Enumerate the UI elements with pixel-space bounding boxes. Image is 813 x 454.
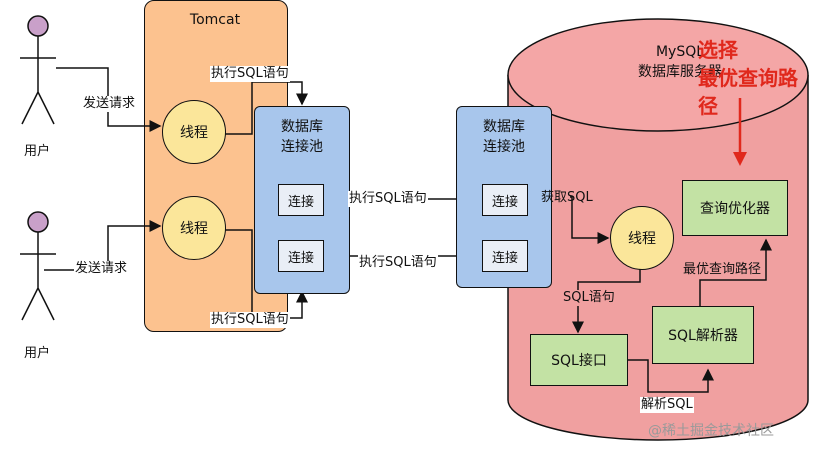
sql-parser-label: SQL解析器 <box>668 328 738 344</box>
sql-interface-label: SQL接口 <box>551 353 607 369</box>
thread-label: 线程 <box>180 125 208 141</box>
user-label: 用户 <box>24 144 51 159</box>
connection-label: 连接 <box>287 250 314 266</box>
send-request-label: 发送请求 <box>74 261 129 277</box>
annotation-note: 选择 最优查询路径 <box>698 36 813 120</box>
get-sql-label: 获取SQL <box>541 190 593 205</box>
user-label: 用户 <box>24 346 51 361</box>
exec-sql-label: 执行SQL语句 <box>348 191 428 207</box>
annotation-line2: 最优查询路径 <box>698 66 798 118</box>
exec-sql-label: 执行SQL语句 <box>210 312 290 328</box>
mysql-title-line2: 数据库服务器 <box>638 64 722 80</box>
sql-parser-box: SQL解析器 <box>652 306 754 364</box>
mysql-title: MySQL 数据库服务器 <box>600 42 760 82</box>
connection-box: 连接 <box>278 184 324 216</box>
sql-statement-label: SQL语句 <box>562 290 616 306</box>
thread-node: 线程 <box>162 196 226 260</box>
query-optimizer-box: 查询优化器 <box>682 180 788 236</box>
user-icon <box>20 15 56 125</box>
thread-node: 线程 <box>162 100 226 164</box>
connection-box: 连接 <box>482 240 528 272</box>
connection-label: 连接 <box>287 194 314 210</box>
pool-title-line2: 连接池 <box>483 139 525 155</box>
send-request-label: 发送请求 <box>82 96 137 112</box>
mysql-thread-node: 线程 <box>610 206 674 270</box>
parse-sql-label: 解析SQL <box>640 397 694 413</box>
tomcat-title: Tomcat <box>189 12 241 28</box>
connection-label: 连接 <box>491 194 518 210</box>
connection-box: 连接 <box>482 184 528 216</box>
exec-sql-label: 执行SQL语句 <box>358 255 438 271</box>
user-icon <box>20 211 56 321</box>
thread-label: 线程 <box>180 221 208 237</box>
connection-label: 连接 <box>491 250 518 266</box>
annotation-line1: 选择 <box>698 38 738 62</box>
exec-sql-label: 执行SQL语句 <box>210 66 290 82</box>
thread-label: 线程 <box>628 231 656 247</box>
watermark: @稀土掘金技术社区 <box>648 423 774 439</box>
pool-title-line2: 连接池 <box>281 139 323 155</box>
pool-title-line1: 数据库 <box>281 119 323 135</box>
query-optimizer-label: 查询优化器 <box>700 201 770 217</box>
sql-interface-box: SQL接口 <box>530 334 628 386</box>
best-path-label: 最优查询路径 <box>682 262 763 278</box>
connection-box: 连接 <box>278 240 324 272</box>
pool-title-line1: 数据库 <box>483 119 525 135</box>
mysql-title-line1: MySQL <box>655 44 705 60</box>
